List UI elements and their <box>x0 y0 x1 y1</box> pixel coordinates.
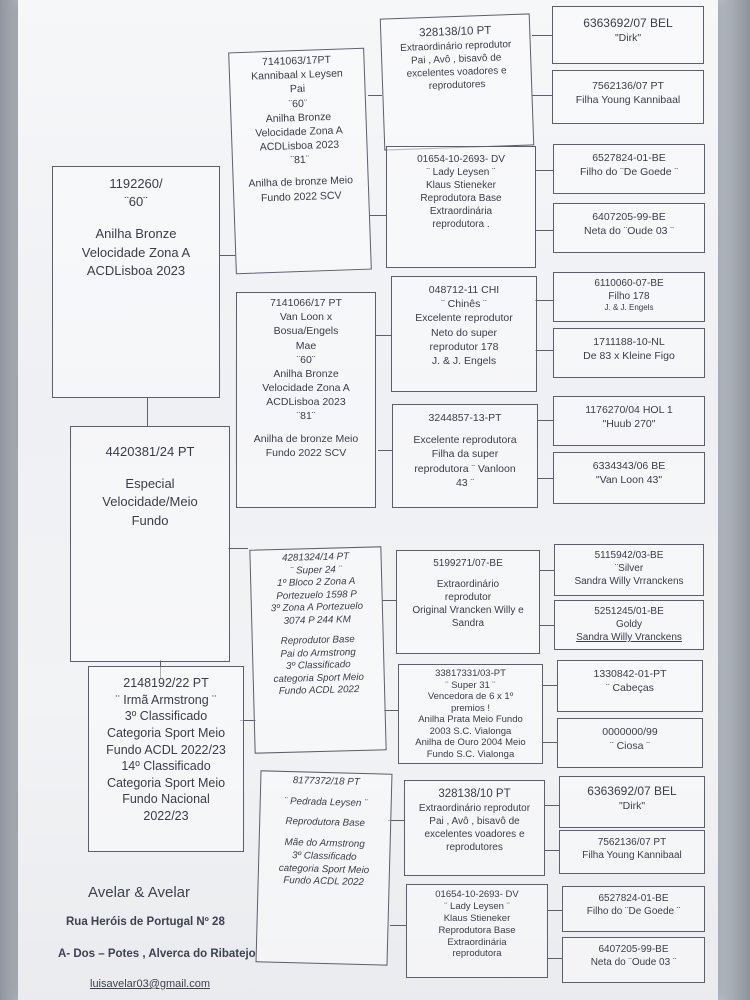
connector <box>220 255 236 257</box>
connector <box>540 570 554 572</box>
breeder-email: luisavelar03@gmail.com <box>90 978 210 990</box>
granddam-paternal-box: 7141066/17 PT Van Loon x Bosua/Engels Ma… <box>236 292 376 508</box>
granddam-maternal-box: 8177372/18 PT ¨ Pedrada Leysen ¨ Reprodu… <box>255 770 393 966</box>
connector <box>370 215 386 217</box>
breeder-name: Avelar & Avelar <box>88 884 191 901</box>
connector <box>390 925 406 927</box>
connector <box>378 450 392 452</box>
sire-box: 4420381/24 PT Especial Velocidade/Meio F… <box>70 426 230 662</box>
connector <box>368 95 382 97</box>
sire-ring: 4420381/24 PT <box>105 444 195 459</box>
connector <box>537 420 553 422</box>
connector <box>545 805 559 807</box>
g4-box-11: 1330842-01-PT¨ Cabeças <box>557 660 703 712</box>
g3-box-7: 328138/10 PT Extraordinário reprodutor P… <box>404 780 545 876</box>
g4-box-7: 1176270/04 HOL 1"Huub 270" <box>553 396 705 446</box>
connector <box>543 742 557 744</box>
connector <box>535 230 553 232</box>
connector <box>382 600 396 602</box>
dam-box: 2148192/22 PT ¨ Irmã Armstrong ¨ 3º Clas… <box>88 666 244 852</box>
g3-box-5: 5199271/07-BE Extraordinário reprodutor … <box>396 550 540 654</box>
g3-box-1: 328138/10 PT Extraordinário reprodutor P… <box>379 13 535 151</box>
connector <box>545 850 559 852</box>
connector <box>537 478 553 480</box>
grandsire-maternal-box: 4281324/14 PT ¨ Super 24 ¨ 1º Bloco 2 Zo… <box>249 546 387 754</box>
connector <box>388 820 404 822</box>
subject-ring: 1192260/ <box>109 176 163 191</box>
g4-box-12: 0000000/99¨ Ciosa ¨ <box>557 718 703 768</box>
connector <box>535 300 553 302</box>
connector <box>535 170 553 172</box>
breeder-info: Avelar & Avelar <box>88 884 190 901</box>
g3-box-3: 048712-11 CHI ¨ Chinês ¨ Excelente repro… <box>391 276 537 392</box>
connector <box>147 398 149 426</box>
g3-box-8: 01654-10-2693- DV ¨ Lady Leysen ¨ Klaus … <box>406 884 548 978</box>
connector <box>375 335 391 337</box>
connector <box>535 350 553 352</box>
connector <box>548 958 562 960</box>
g3-box-4: 3244857-13-PT Excelente reprodutora Filh… <box>392 404 538 508</box>
grandsire-paternal-box: 7141063/17PT Kannibaal x Leysen Pai ¨60¨… <box>228 47 372 275</box>
connector <box>532 35 552 37</box>
connector <box>532 95 552 97</box>
g3-box-6: 33817331/03-PT ¨ Super 31 ¨ Vencedora de… <box>398 664 543 764</box>
g4-box-8: 6334343/06 BE"Van Loon 43" <box>553 452 705 504</box>
connector <box>384 710 398 712</box>
connector <box>548 910 562 912</box>
connector <box>543 685 557 687</box>
connector <box>540 625 554 627</box>
breeder-locality: A- Dos – Potes , Alverca do Ribatejo <box>58 948 256 960</box>
connector <box>240 720 256 722</box>
subject-box: 1192260/ ¨60¨ Anilha Bronze Velocidade Z… <box>52 166 220 398</box>
breeder-address: Rua Heróis de Portugal Nº 28 <box>66 916 225 928</box>
g4-box-13: 6363692/07 BEL"Dirk" <box>559 776 705 828</box>
g4-box-1: 6363692/07 BEL"Dirk" <box>552 6 704 64</box>
g3-box-2: 01654-10-2693- DV ¨ Lady Leysen ¨ Klaus … <box>386 146 536 268</box>
connector <box>228 548 248 550</box>
dam-ring: 2148192/22 PT <box>123 676 209 690</box>
